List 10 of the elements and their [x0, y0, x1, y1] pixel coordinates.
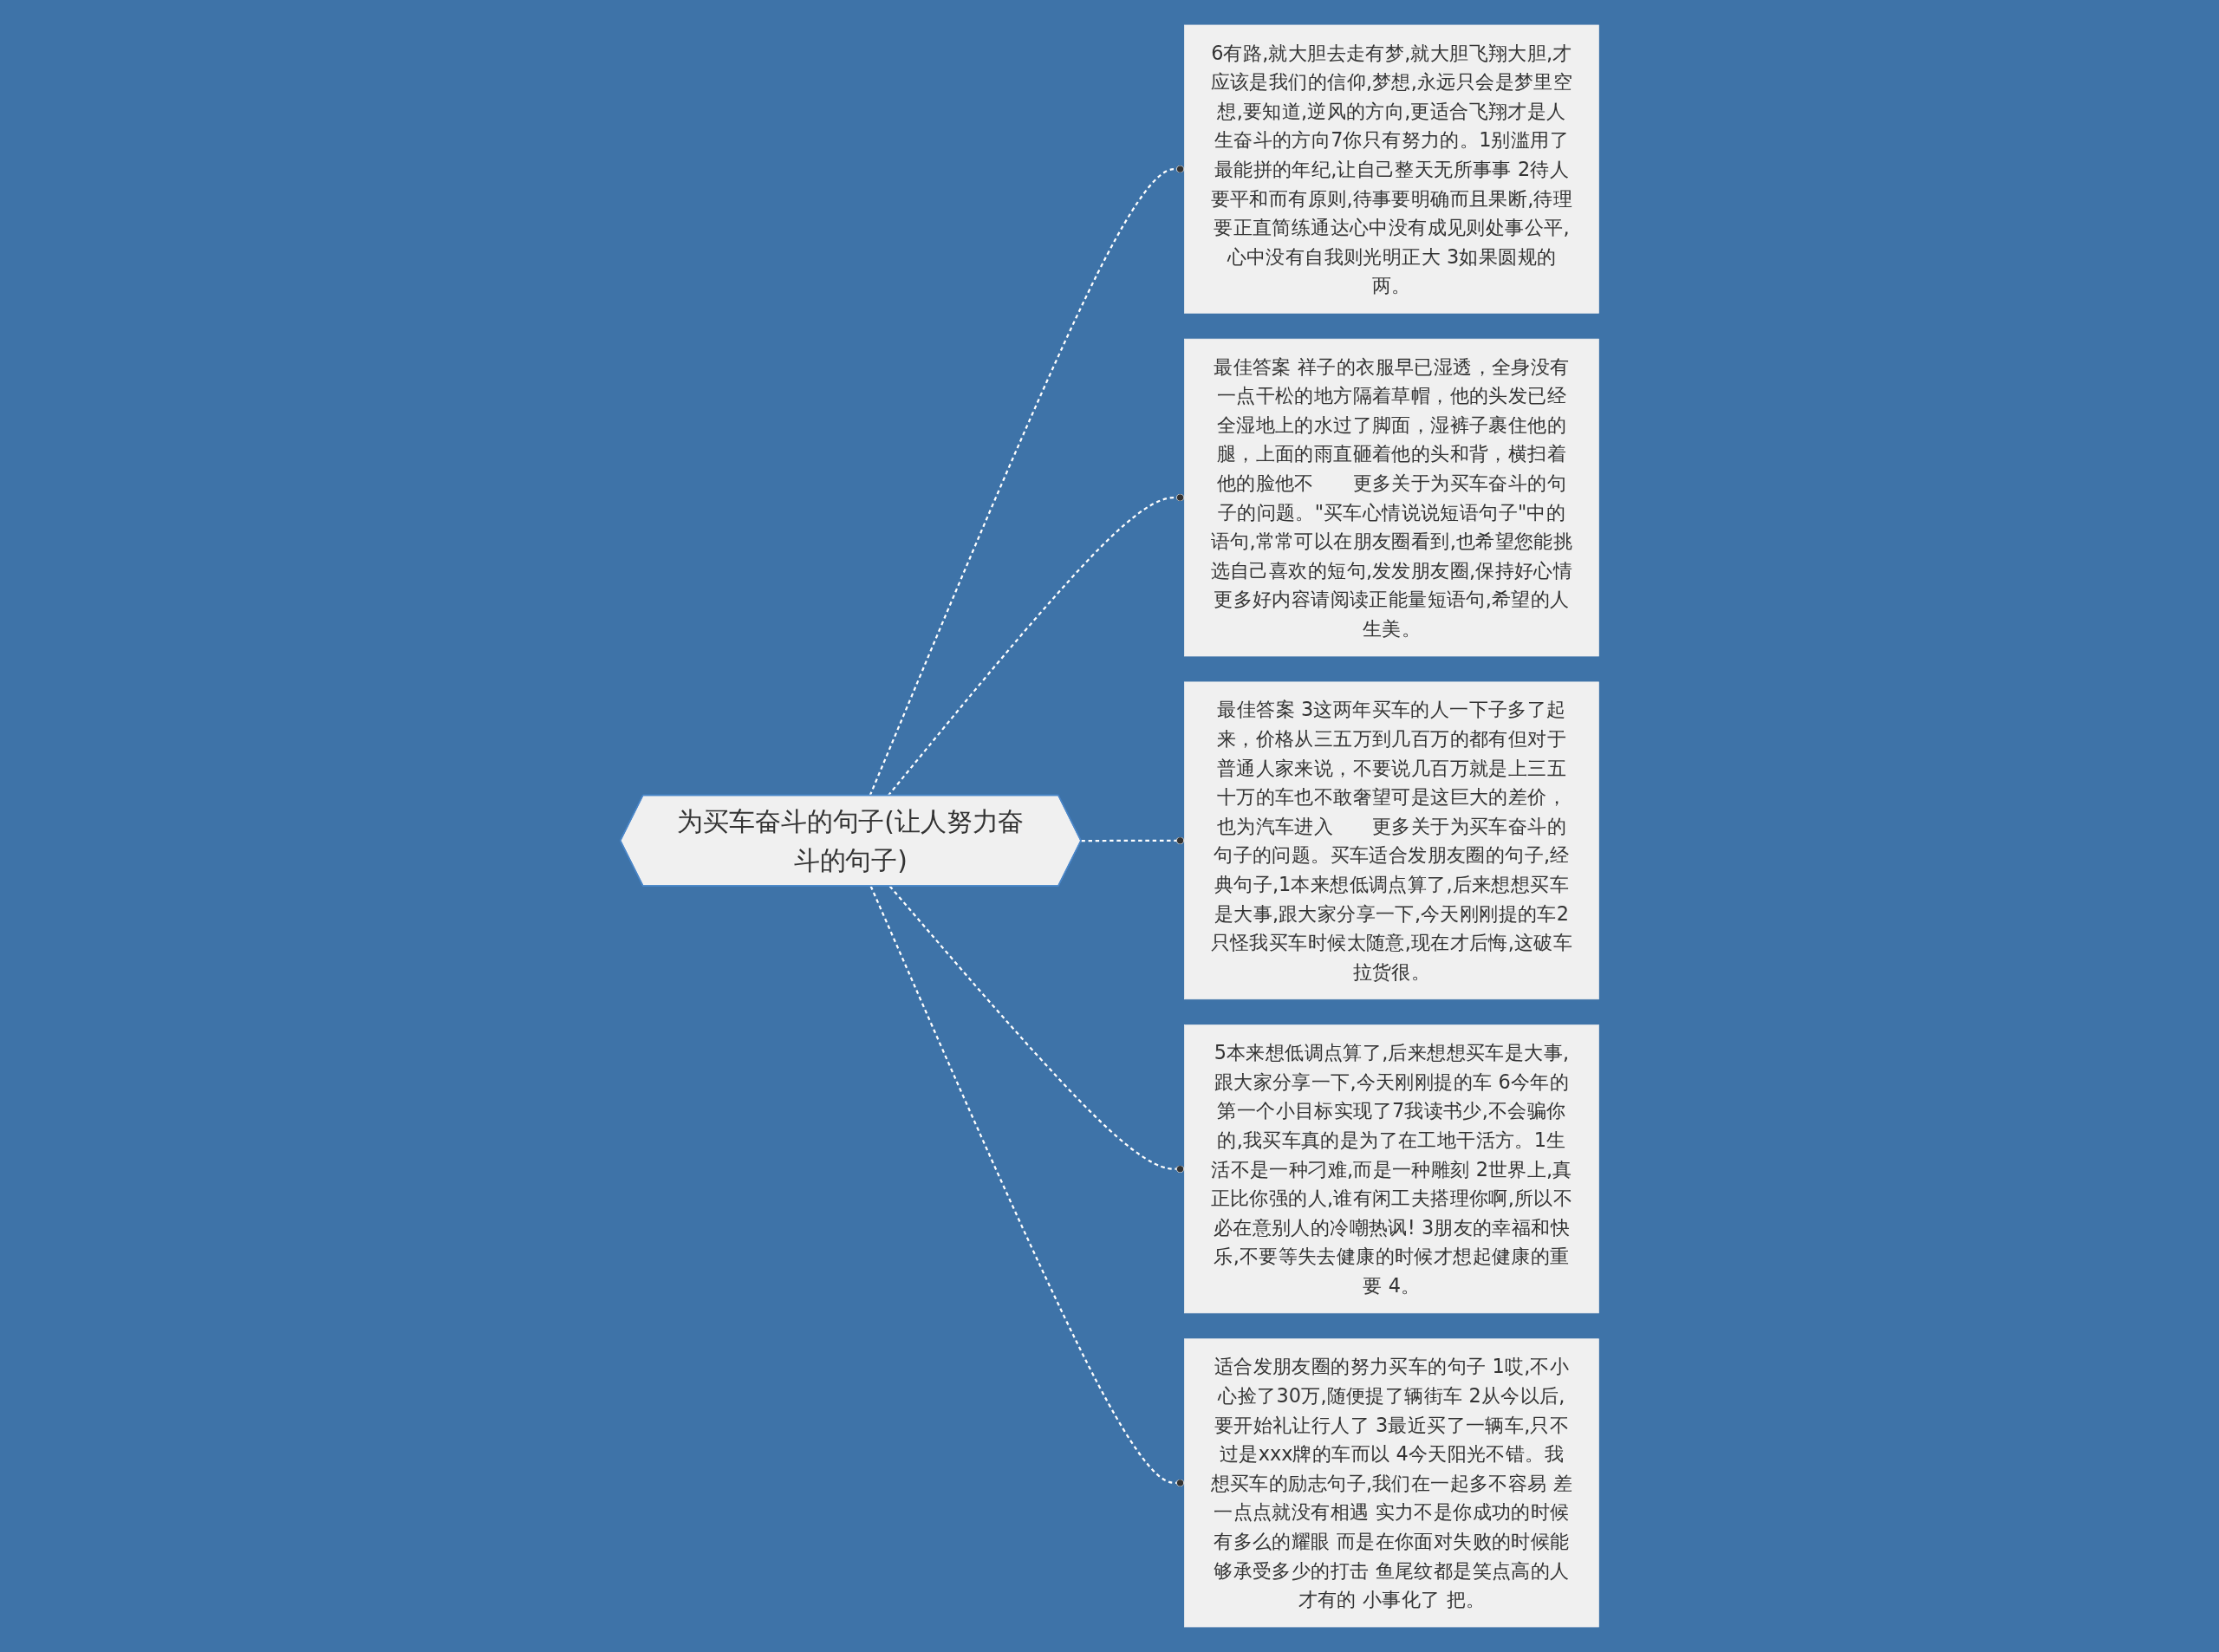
connector [869, 165, 1185, 797]
node-box: 6有路,就大胆去走有梦,就大胆飞翔大胆,才应该是我们的信仰,梦想,永远只会是梦里空想,要知道,逆风的方向,更适合飞翔才是人生奋斗的方向7你只有努力的。1别滥用了最能拼的年纪,让自己整天无所事事 2待人要平和而有原则,待事要明确而且果断,待理要正直简练通达心中没有成见则处事公平,心中没有自我则光明正大 3如果圆规的两。 [1184, 24, 1599, 314]
connector [887, 493, 1185, 797]
connector [1081, 836, 1185, 845]
node-box: 最佳答案 3这两年买车的人一下子多了起来，价格从三五万到几百万的都有但对于普通人家来说，不要说几百万就是上三五十万的车也不敢奢望可是这巨大的差价，也为汽车进入 更多关于为买车奋斗的句子的问题。买车适合发朋友圈的句子,经典句子,1本来想低调点算了,后来想想买车是大事,跟大家分享一下,今天刚刚提的车2只怪我买车时候太随意,现在才后悔,这破车拉货很。 [1184, 681, 1599, 1000]
node-box: 5本来想低调点算了,后来想想买车是大事,跟大家分享一下,今天刚刚提的车 6今年的第一个小目标实现了7我读书少,不会骗你的,我买车真的是为了在工地干活方。1生活不是一种刁难,而是一种雕刻 2世界上,真正比你强的人,谁有闲工夫搭理你啊,所以不必在意别人的冷嘲热讽! 3朋友的幸福和快乐,不要等失去健康的时候才想起健康的重要 4。 [1184, 1024, 1599, 1314]
node-box: 最佳答案 祥子的衣服早已湿透，全身没有一点干松的地方隔着草帽，他的头发已经全湿地上的水过了脚面，湿裤子裹住他的腿，上面的雨直砸着他的头和背，横扫着他的脸他不 更多关于为买车奋斗的句子的问题。"买车心情说说短语句子"中的语句,常常可以在朋友圈看到,也希望您能挑选自己喜欢的短句,发发朋友圈,保持好心情更多好内容请阅读正能量短语句,希望的人生美。 [1184, 338, 1599, 657]
connector [888, 885, 1185, 1174]
node-box: 适合发朋友圈的努力买车的句子 1哎,不小心捡了30万,随便提了辆街车 2从今以后,要开始礼让行人了 3最近买了一辆车,只不过是xxx牌的车而以 4今天阳光不错。我想买车的励志句子,我们在一起多不容易 差一点点就没有相遇 实力不是你成功的时候有多么的耀眼 而是在你面对失败的时候能够承受多少的打击 鱼尾纹都是笑点高的人才有的 小事化了 把。 [1184, 1338, 1599, 1628]
connector [869, 886, 1185, 1487]
